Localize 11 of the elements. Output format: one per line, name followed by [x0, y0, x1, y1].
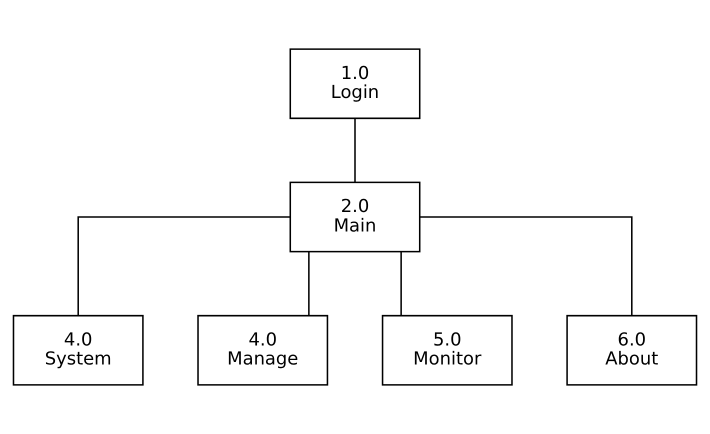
connector [400, 252, 402, 316]
connector [420, 216, 633, 316]
node-box: 2.0 Main [290, 182, 420, 252]
connector [354, 118, 356, 182]
connector [77, 216, 290, 316]
node-box: 4.0 System [12, 314, 144, 386]
connector [308, 252, 310, 316]
node-box: 5.0 Monitor [382, 314, 513, 386]
node-box: 1.0 Login [290, 48, 420, 120]
node-box: 6.0 About [566, 314, 698, 386]
node-box: 4.0 Manage [197, 314, 328, 386]
